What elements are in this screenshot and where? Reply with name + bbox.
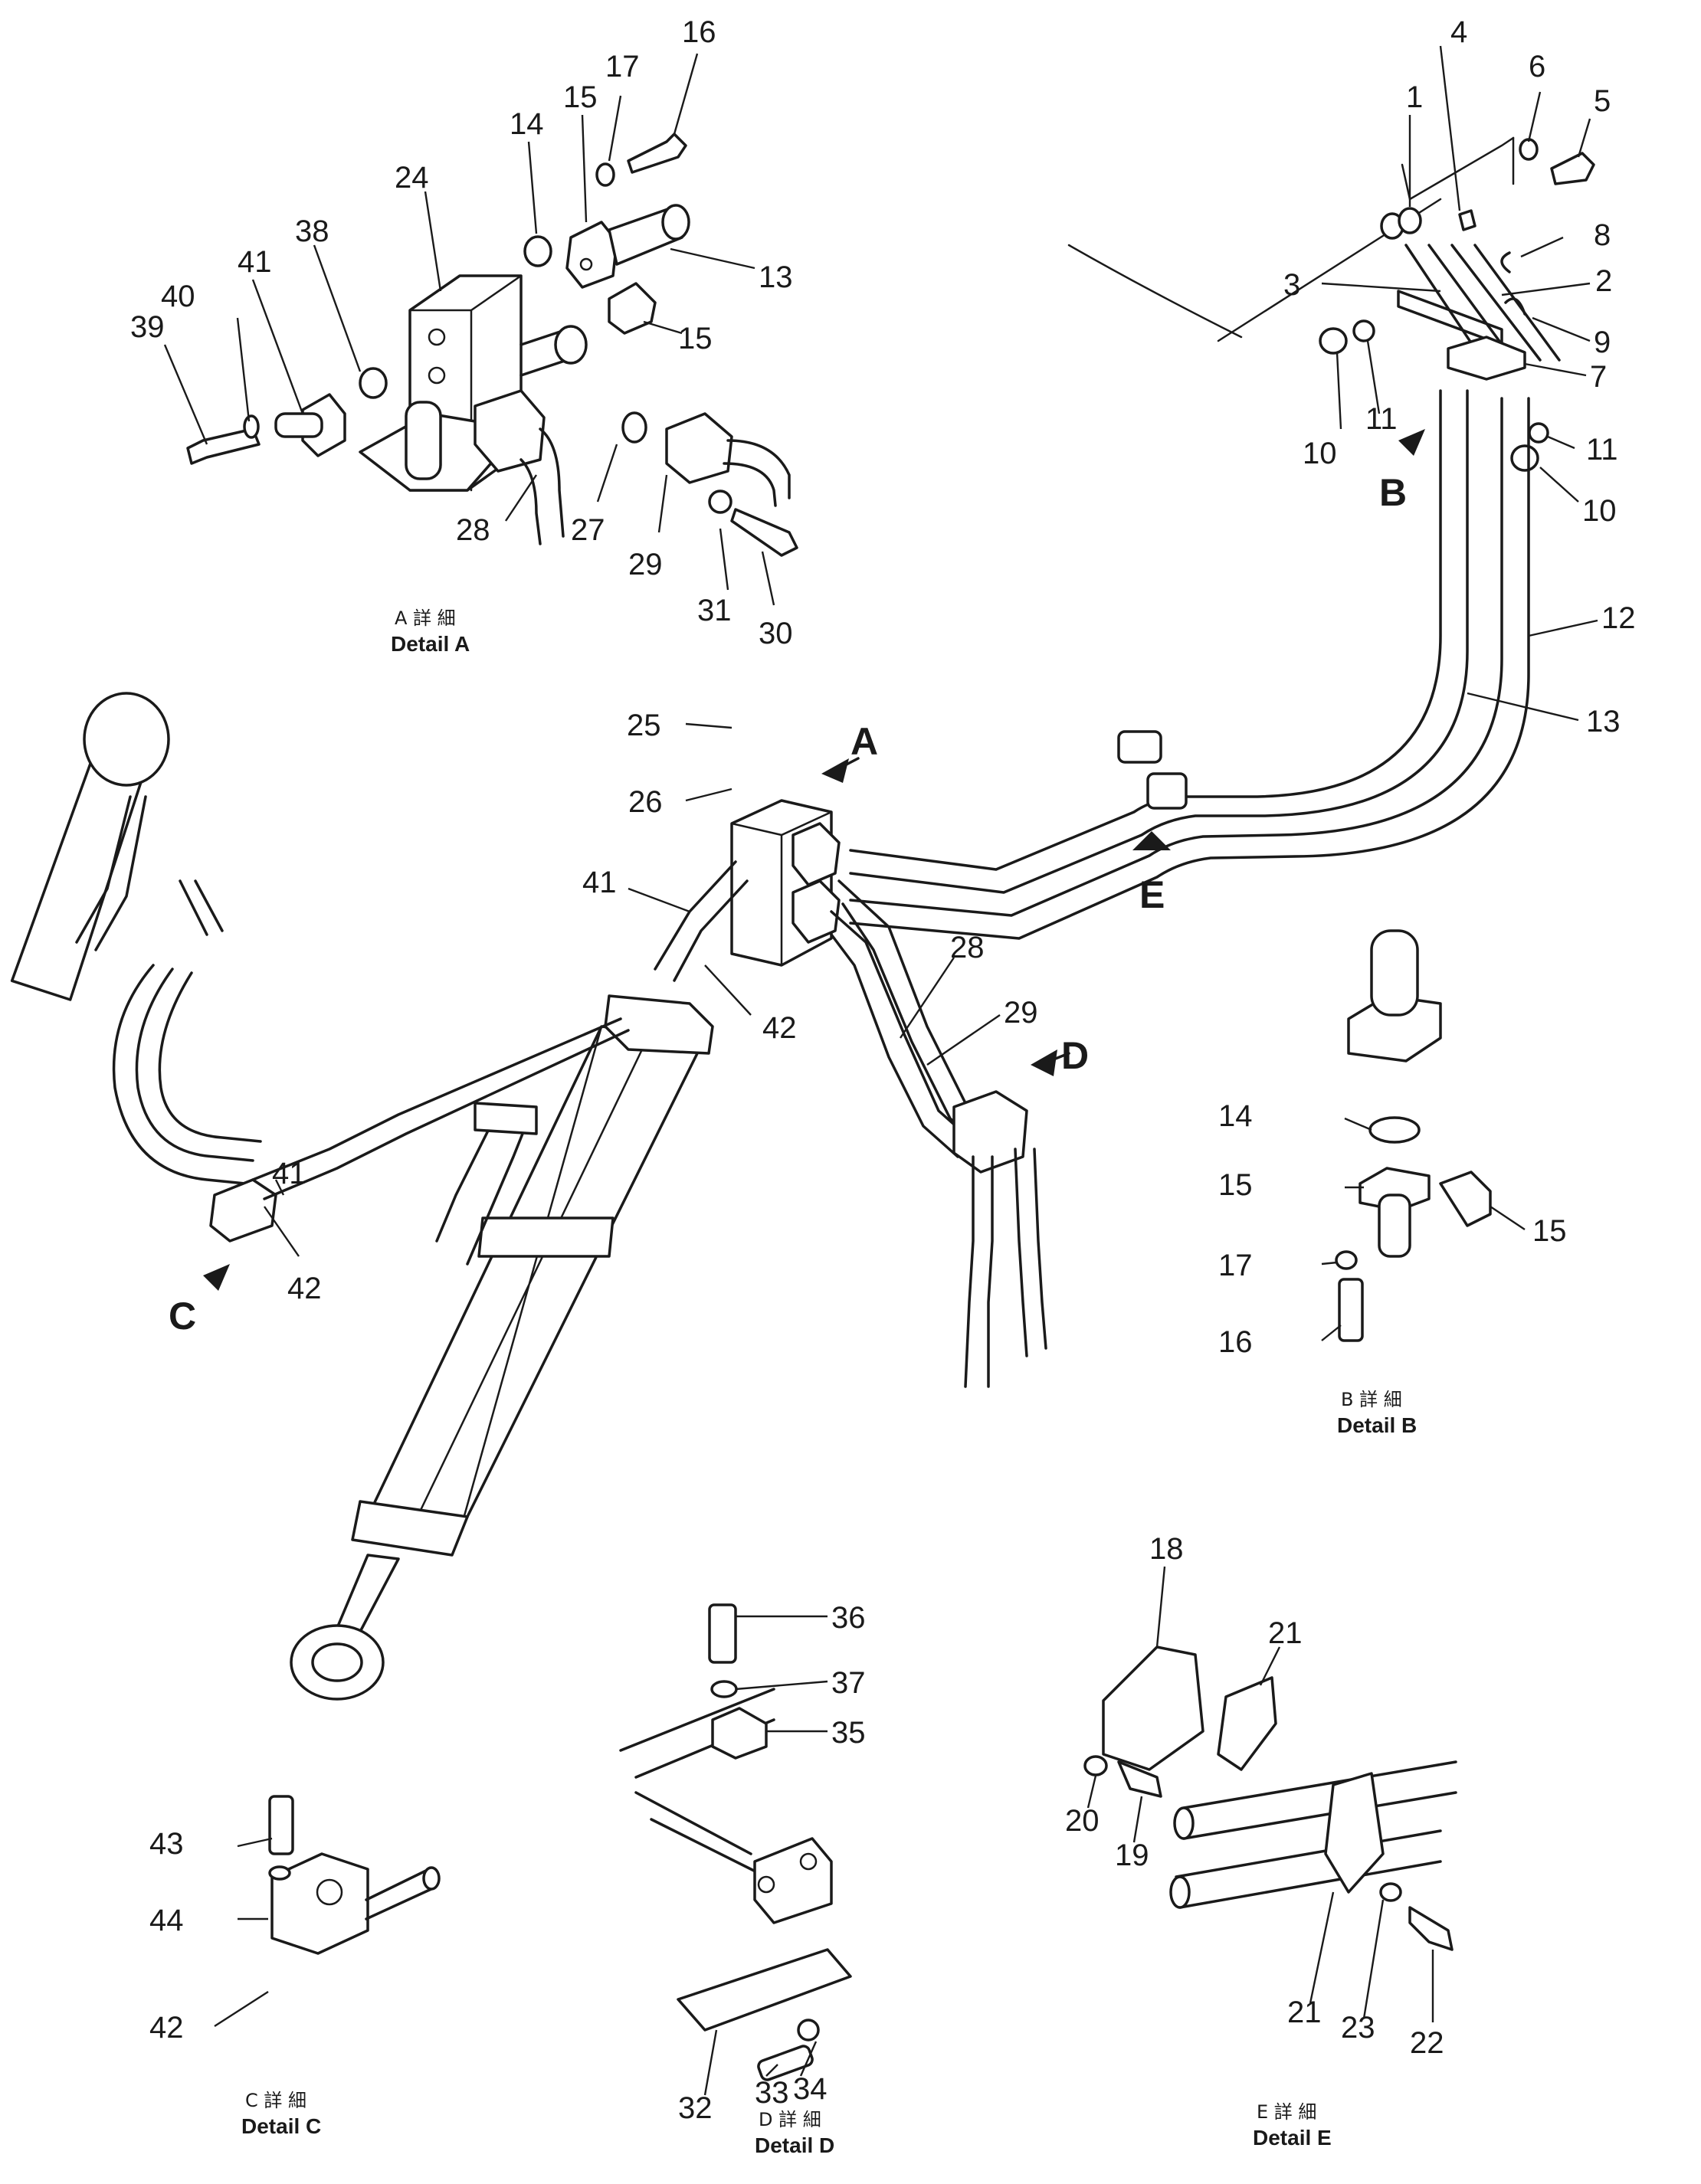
detail-b-caption-en: Detail B bbox=[1337, 1413, 1417, 1437]
part-label: 10 bbox=[1303, 437, 1337, 470]
part-label: 6 bbox=[1529, 50, 1545, 83]
part-label: 16 bbox=[1218, 1325, 1253, 1359]
part-label: 28 bbox=[950, 931, 985, 964]
part-label: 4 bbox=[1450, 15, 1467, 49]
part-label: 27 bbox=[571, 513, 605, 547]
part-label: 30 bbox=[759, 617, 793, 650]
part-label: 17 bbox=[1218, 1249, 1253, 1282]
part-label: 16 bbox=[682, 15, 716, 49]
part-label: 41 bbox=[582, 866, 617, 899]
view-letter-b: B bbox=[1379, 471, 1407, 514]
part-label: 22 bbox=[1410, 2026, 1444, 2060]
part-label: 1 bbox=[1406, 80, 1423, 114]
part-label: 14 bbox=[510, 107, 544, 141]
detail-c-caption: C 詳 細 Detail C bbox=[241, 2090, 321, 2138]
view-letter-e: E bbox=[1139, 873, 1165, 916]
part-number-labels: 16 17 15 14 24 13 15 38 41 40 39 28 27 2… bbox=[130, 15, 1636, 2125]
detail-c-caption-jp: C 詳 細 bbox=[245, 2090, 306, 2111]
detail-b-caption-jp: B 詳 細 bbox=[1341, 1389, 1402, 1410]
part-label: 18 bbox=[1149, 1532, 1184, 1566]
part-label: 17 bbox=[605, 50, 640, 83]
detail-c-assembly bbox=[268, 1795, 441, 1955]
part-label: 21 bbox=[1287, 1996, 1322, 2029]
part-label: 33 bbox=[755, 2076, 789, 2110]
detail-c-caption-en: Detail C bbox=[241, 2114, 321, 2138]
view-arrow-e bbox=[1132, 831, 1171, 850]
part-label: 32 bbox=[678, 2091, 713, 2125]
view-reference-labels: A B C D E bbox=[169, 471, 1407, 1338]
part-label: 42 bbox=[149, 2011, 184, 2045]
part-label: 10 bbox=[1582, 494, 1617, 528]
part-label: 24 bbox=[395, 161, 429, 195]
part-label: 20 bbox=[1065, 1804, 1100, 1838]
part-label: 26 bbox=[628, 785, 663, 819]
part-label: 37 bbox=[831, 1666, 866, 1700]
view-arrow-c bbox=[203, 1264, 230, 1291]
part-label: 38 bbox=[295, 214, 329, 248]
detail-b-assembly bbox=[1335, 929, 1492, 1342]
detail-a-caption-jp: A 詳 細 bbox=[395, 607, 456, 629]
part-label: 25 bbox=[627, 709, 661, 742]
part-label: 2 bbox=[1595, 264, 1612, 298]
detail-e-caption: E 詳 細 Detail E bbox=[1253, 2101, 1332, 2150]
part-label: 29 bbox=[1004, 996, 1038, 1030]
part-label: 11 bbox=[1586, 433, 1618, 467]
part-label: 7 bbox=[1590, 360, 1607, 394]
detail-b-caption: B 詳 細 Detail B bbox=[1337, 1389, 1417, 1437]
part-label: 34 bbox=[793, 2072, 828, 2106]
part-label: 29 bbox=[628, 548, 663, 581]
part-label: 41 bbox=[272, 1157, 306, 1190]
view-arrow-a bbox=[821, 757, 860, 783]
detail-a-caption-en: Detail A bbox=[391, 632, 470, 656]
view-letter-d: D bbox=[1061, 1034, 1089, 1077]
part-label: 12 bbox=[1601, 601, 1636, 635]
detail-a-caption: A 詳 細 Detail A bbox=[391, 607, 470, 656]
part-label: 21 bbox=[1268, 1616, 1303, 1650]
part-label: 9 bbox=[1594, 326, 1611, 359]
view-arrow-b bbox=[1398, 429, 1425, 456]
part-label: 19 bbox=[1115, 1839, 1149, 1872]
part-label: 28 bbox=[456, 513, 490, 547]
part-label: 11 bbox=[1365, 402, 1398, 436]
part-label: 41 bbox=[238, 245, 272, 279]
part-label: 35 bbox=[831, 1716, 866, 1750]
part-label: 31 bbox=[697, 594, 732, 627]
part-label: 15 bbox=[1218, 1168, 1253, 1202]
part-label: 44 bbox=[149, 1904, 184, 1937]
leader-lines bbox=[163, 45, 1598, 2096]
part-label: 8 bbox=[1594, 218, 1611, 252]
part-label: 39 bbox=[130, 310, 165, 344]
part-label: 40 bbox=[161, 280, 195, 313]
detail-d-caption-jp: D 詳 細 bbox=[759, 2109, 821, 2130]
view-letter-a: A bbox=[850, 720, 878, 763]
detail-d-caption-en: Detail D bbox=[755, 2133, 834, 2157]
part-label: 42 bbox=[287, 1272, 322, 1305]
part-label: 15 bbox=[563, 80, 598, 114]
detail-d-assembly bbox=[619, 1603, 852, 2081]
part-label: 3 bbox=[1283, 268, 1300, 302]
view-arrow-d bbox=[1031, 1049, 1070, 1076]
part-label: 5 bbox=[1594, 84, 1611, 118]
part-label: 43 bbox=[149, 1827, 184, 1861]
detail-d-caption: D 詳 細 Detail D bbox=[755, 2109, 834, 2157]
part-label: 14 bbox=[1218, 1099, 1253, 1133]
part-label: 36 bbox=[831, 1601, 866, 1635]
part-label: 15 bbox=[1532, 1214, 1567, 1248]
detail-e-caption-en: Detail E bbox=[1253, 2126, 1332, 2150]
detail-a-assembly bbox=[186, 133, 798, 557]
part-label: 15 bbox=[678, 322, 713, 355]
detail-e-caption-jp: E 詳 細 bbox=[1257, 2101, 1316, 2123]
part-label: 42 bbox=[762, 1011, 797, 1045]
center-assembly bbox=[10, 692, 1047, 1701]
top-right-assembly bbox=[849, 136, 1595, 940]
view-letter-c: C bbox=[169, 1295, 196, 1338]
part-label: 23 bbox=[1341, 2011, 1375, 2045]
part-label: 13 bbox=[759, 260, 793, 294]
part-label: 13 bbox=[1586, 705, 1621, 738]
